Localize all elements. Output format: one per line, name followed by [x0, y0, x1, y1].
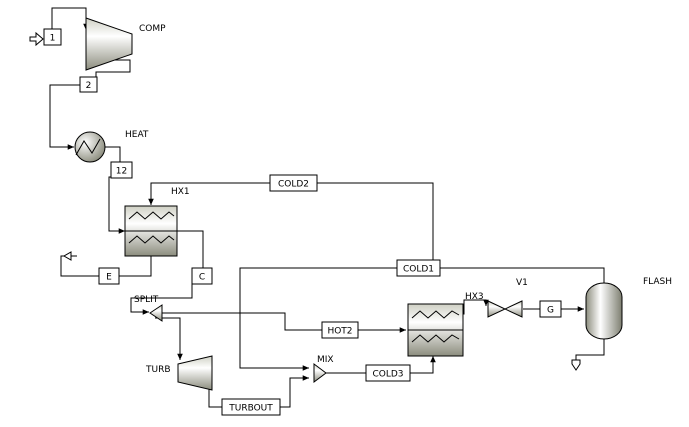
stream-line-bypass[interactable]	[239, 313, 309, 371]
stream-label-cold1[interactable]: COLD1	[396, 259, 441, 277]
block-label-split: SPLIT	[134, 295, 159, 305]
product-arrow-liquid-icon	[571, 359, 581, 371]
hx1-zigzag-top-icon	[128, 211, 175, 220]
block-label-hx3: HX3	[465, 292, 484, 302]
block-label-mix: MIX	[317, 355, 334, 365]
stream-line-12[interactable]	[108, 176, 125, 234]
stream-line-turbout-in[interactable]	[208, 383, 222, 408]
valve-v1[interactable]: V1	[487, 278, 528, 318]
stream-label-cold2[interactable]: COLD2	[269, 174, 318, 192]
stream-line-1[interactable]	[51, 7, 89, 32]
stream-line-cold2[interactable]	[148, 182, 434, 262]
block-label-turb: TURB	[145, 365, 171, 375]
valve-right-icon	[503, 300, 523, 318]
svg-text:2: 2	[86, 81, 92, 91]
product-arrow-e-icon	[62, 251, 77, 261]
block-label-comp: COMP	[139, 24, 166, 34]
stream-label-cold3[interactable]: COLD3	[365, 364, 411, 382]
stream-label-turbout[interactable]: TURBOUT	[221, 398, 281, 416]
stream-label-g[interactable]: G	[539, 300, 562, 318]
heat-exchanger-hx3[interactable]: HX3	[407, 292, 484, 357]
svg-text:COLD3: COLD3	[372, 370, 403, 380]
stream-label-hot2[interactable]: HOT2	[321, 321, 359, 339]
splitter-icon	[149, 304, 163, 322]
svg-text:1: 1	[50, 34, 56, 44]
compressor-comp[interactable]: COMP	[85, 17, 166, 71]
compressor-icon	[85, 17, 133, 71]
stream-line-hot2-in[interactable]	[162, 312, 322, 331]
stream-label-1[interactable]: 1	[43, 28, 62, 46]
stream-line-hx3-out[interactable]	[463, 299, 489, 315]
flash-drum[interactable]: FLASH	[585, 277, 672, 340]
stream-line-flash-liquid[interactable]	[575, 338, 605, 360]
flash-drum-icon	[585, 282, 623, 340]
stream-line-2-top[interactable]	[95, 59, 131, 85]
stream-line-cold1-right[interactable]	[440, 267, 605, 284]
svg-text:G: G	[547, 306, 554, 316]
splitter-split[interactable]: SPLIT	[134, 295, 163, 322]
valve-left-icon	[487, 300, 507, 318]
stream-line-cold3[interactable]	[410, 356, 436, 374]
heater-icon	[74, 131, 106, 163]
block-label-heat: HEAT	[125, 130, 149, 140]
stream-line-split-turb[interactable]	[155, 317, 183, 360]
stream-line-c-top[interactable]	[177, 230, 204, 269]
turbine-icon	[177, 355, 213, 391]
svg-text:HOT2: HOT2	[327, 327, 352, 337]
stream-line-2[interactable]	[49, 84, 80, 150]
hx3-zigzag-top-icon	[411, 310, 460, 319]
stream-line-e-out[interactable]	[60, 255, 99, 277]
mixer-mix[interactable]: MIX	[313, 355, 334, 383]
heat-exchanger-hx1[interactable]: HX1	[124, 187, 190, 257]
block-label-v1: V1	[516, 278, 528, 288]
block-label-flash: FLASH	[643, 277, 672, 287]
hx1-zigzag-bottom-icon	[128, 235, 175, 244]
stream-line-e-in[interactable]	[119, 256, 152, 277]
stream-label-c[interactable]: C	[191, 267, 213, 285]
svg-text:C: C	[199, 273, 205, 283]
stream-line-c[interactable]	[130, 276, 193, 315]
svg-text:E: E	[106, 273, 112, 283]
feed-arrow-icon	[29, 31, 44, 47]
heater-heat[interactable]: HEAT	[74, 130, 149, 163]
svg-text:12: 12	[116, 167, 127, 177]
block-label-hx1: HX1	[171, 187, 190, 197]
turbine-turb[interactable]: TURB	[145, 355, 213, 391]
stream-line-turbout[interactable]	[280, 375, 309, 408]
stream-line-cold1-left[interactable]	[239, 267, 397, 313]
stream-label-2[interactable]: 2	[79, 76, 98, 93]
svg-text:COLD2: COLD2	[278, 180, 309, 190]
svg-text:TURBOUT: TURBOUT	[228, 404, 273, 414]
svg-text:COLD1: COLD1	[403, 265, 434, 275]
stream-label-e[interactable]: E	[98, 267, 120, 285]
mixer-icon	[313, 363, 327, 383]
heater-zigzag-icon	[75, 138, 101, 156]
hx3-zigzag-bottom-icon	[411, 334, 460, 343]
stream-label-12[interactable]: 12	[110, 161, 133, 179]
